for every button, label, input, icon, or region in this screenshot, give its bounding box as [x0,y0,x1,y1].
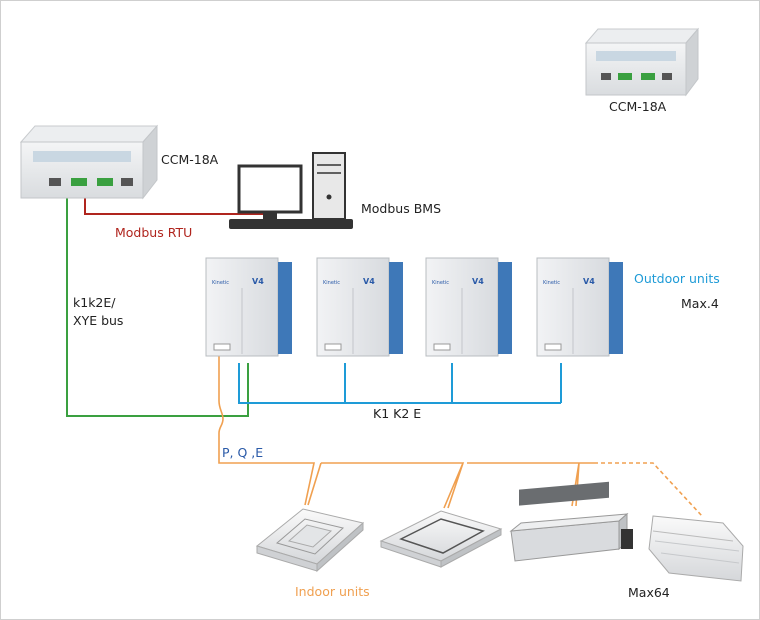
modbus-bms-label: Modbus BMS [361,201,442,216]
outdoor-max-label: Max.4 [681,296,719,311]
indoor-max-label: Max64 [628,585,670,600]
svg-text:Kinetic: Kinetic [432,280,449,286]
svg-text:V4: V4 [252,277,264,286]
svg-text:V4: V4 [363,277,375,286]
pqe-wire [218,356,594,509]
svg-text:Kinetic: Kinetic [323,280,340,286]
outdoor-unit-1: Kinetic V4 [205,257,292,357]
ccm-main-label: CCM-18A [161,152,219,167]
svg-text:Kinetic: Kinetic [543,280,560,286]
xye-bus-wire [66,198,249,417]
pqe-label: P, Q ,E [222,445,264,460]
ccm-18a-main-device [19,124,159,200]
modbus-bms-computer [229,152,353,229]
indoor-unit-floor-ceiling [648,515,744,582]
ccm-top-label: CCM-18A [609,99,667,114]
svg-text:Kinetic: Kinetic [212,280,229,286]
outdoor-units-label: Outdoor units [634,271,720,286]
modbus-rtu-wire [84,196,263,215]
ccm-18a-top-device [584,27,700,97]
indoor-units-label: Indoor units [295,584,370,599]
bus-label-line1: k1k2E/ [73,295,116,310]
indoor-unit-ducted [509,481,633,562]
bus-label-line2: XYE bus [73,313,124,328]
modbus-rtu-label: Modbus RTU [115,225,193,240]
outdoor-unit-3: Kinetic V4 [425,257,512,357]
k1k2e-wire [238,363,562,404]
indoor-unit-cassette-1 [255,508,365,573]
svg-text:V4: V4 [583,277,595,286]
k1k2e-label: K1 K2 E [373,406,422,421]
outdoor-unit-2: Kinetic V4 [316,257,403,357]
indoor-unit-cassette-2 [379,510,503,568]
outdoor-unit-4: Kinetic V4 [536,257,623,357]
svg-text:V4: V4 [472,277,484,286]
pqe-wire-dashed [594,462,703,517]
